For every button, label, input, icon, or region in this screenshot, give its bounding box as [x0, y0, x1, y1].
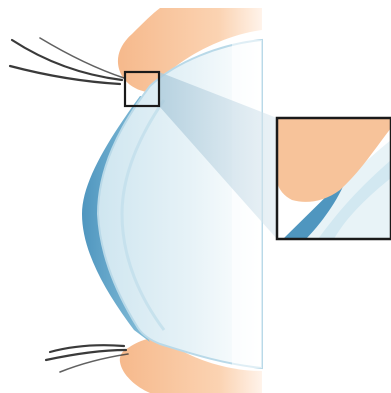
lower-eyelashes: [44, 344, 129, 373]
detail-marker: [123, 70, 161, 108]
lower-eyelid: [119, 338, 262, 393]
zoom-beam: [159, 72, 277, 239]
cornea: [82, 96, 156, 342]
upper-eyelashes: [8, 37, 125, 86]
zoom-inset: [275, 116, 391, 241]
lens-inner-curve: [120, 99, 166, 331]
